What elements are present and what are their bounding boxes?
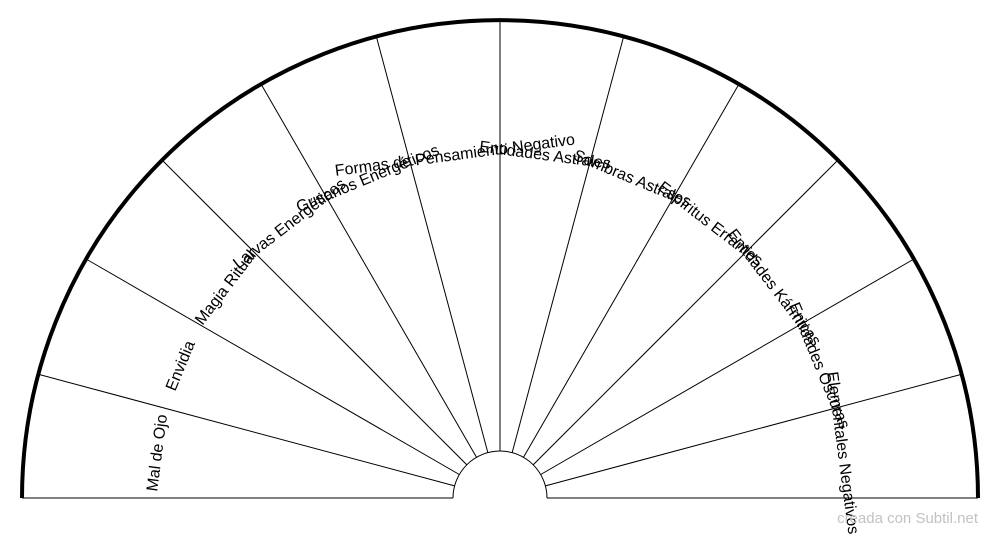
sector-divider xyxy=(523,83,740,458)
sector-dividers xyxy=(38,20,962,487)
sector-divider xyxy=(161,159,468,466)
sector-divider xyxy=(260,83,477,458)
sector-divider xyxy=(511,36,625,453)
sector-label: Envidia xyxy=(163,338,199,393)
sector-divider xyxy=(375,36,489,453)
outer-arc xyxy=(20,18,980,499)
sector-divider xyxy=(540,258,915,475)
sector-divider xyxy=(532,159,839,466)
sector-label: Mal de Ojo xyxy=(144,413,171,492)
sector-divider xyxy=(38,373,455,487)
hub-semicircle xyxy=(452,450,548,499)
credit-text: creada con Subtil.net xyxy=(837,510,978,527)
sector-divider xyxy=(85,258,460,475)
sector-divider xyxy=(545,373,962,487)
